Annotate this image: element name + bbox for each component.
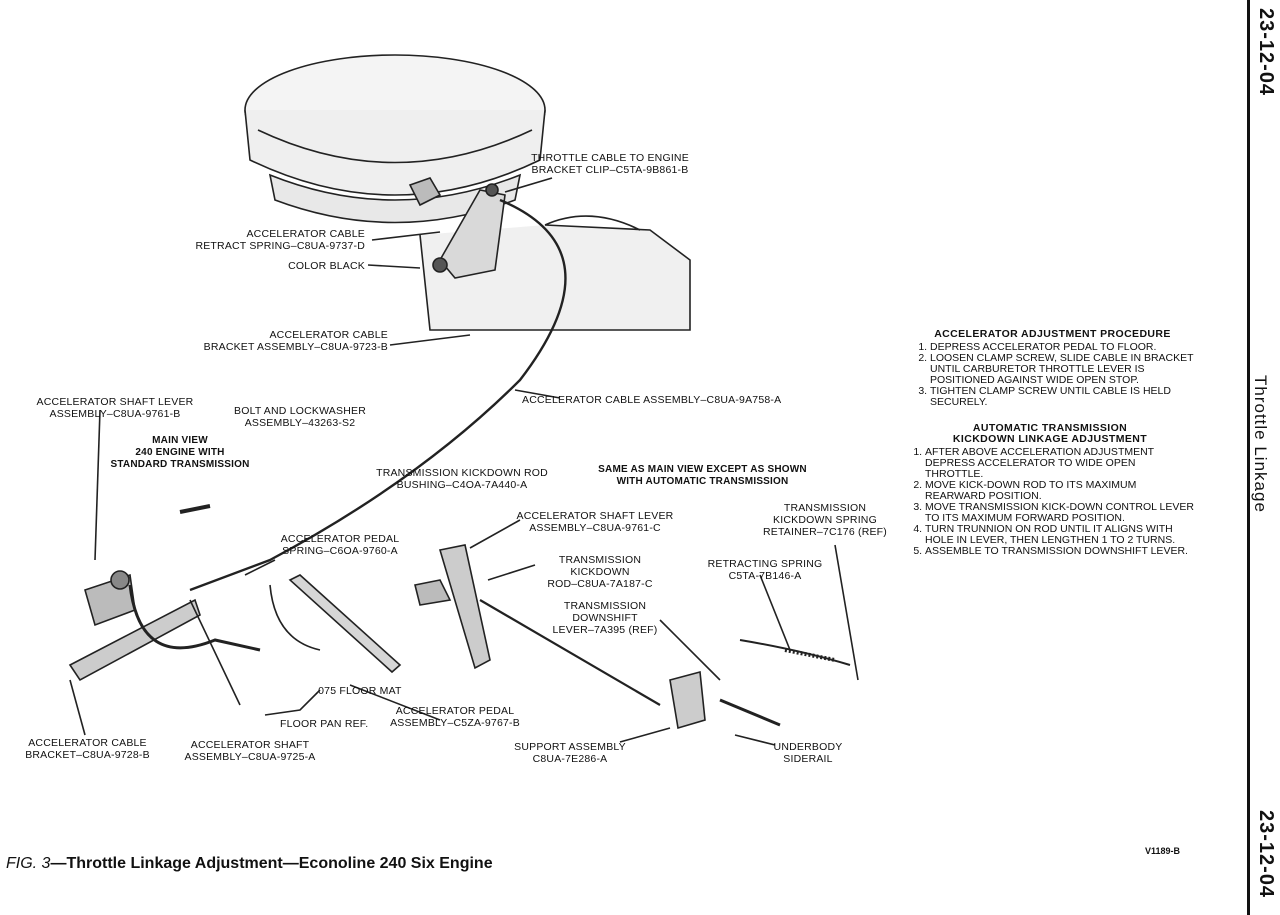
page-number-bottom: 23-12-04	[1255, 810, 1277, 899]
label-shaft-lever-assembly: Accelerator shaft lever assembly–C8UA-97…	[36, 396, 194, 420]
label-kickdown-bushing: Transmission kickdown rod bushing–C4OA-7…	[376, 467, 548, 491]
accelerator-pedal	[288, 574, 402, 674]
label-cable-assembly: Accelerator cable assembly–C8UA-9A758-A	[522, 394, 782, 406]
procedure-step: Turn trunnion on rod until it aligns wit…	[925, 524, 1195, 546]
label-retract-spring: Accelerator cable retract spring–C8UA-97…	[195, 228, 365, 252]
kickdown-lever	[438, 544, 491, 670]
section-title: Throttle Linkage	[1251, 375, 1270, 513]
procedure-step: Assemble to transmission downshift lever…	[925, 546, 1195, 557]
label-color-black: Color black	[288, 260, 365, 272]
downshift-lever	[669, 670, 706, 730]
page-number-top: 23-12-04	[1255, 8, 1277, 97]
label-kickdown-rod: Transmission kickdown rod–C8UA-7A187-C	[547, 554, 653, 590]
shaft-lever	[68, 598, 201, 682]
label-floor-pan: Floor pan ref.	[280, 718, 369, 730]
procedure-accelerator-adjustment: Accelerator adjustment procedure Depress…	[910, 329, 1195, 408]
figure-label: FIG. 3	[6, 855, 51, 872]
procedure-step: Tighten clamp screw until cable is held …	[930, 386, 1195, 408]
figure-caption: FIG. 3—Throttle Linkage Adjustment—Econo…	[6, 855, 493, 873]
figure-caption-text: —Throttle Linkage Adjustment—Econoline 2…	[50, 855, 493, 872]
label-kickdown-spring-retainer: Transmission kickdown spring retainer–7C…	[762, 502, 887, 538]
procedure-step: After above acceleration adjustment depr…	[925, 447, 1195, 480]
label-bolt-lockwasher: Bolt and lockwasher assembly–43263-S2	[234, 405, 366, 429]
procedure-step: Move transmission kick-down control leve…	[925, 502, 1195, 524]
accelerator-cable	[189, 198, 567, 592]
label-main-view: Main view 240 engine with standard trans…	[110, 435, 250, 470]
procedure-step: Loosen clamp screw, slide cable in brack…	[930, 353, 1195, 386]
label-support-assembly: Support assembly C8UA-7E286-A	[514, 741, 626, 765]
procedure-step: Move kick-down rod to its maximum rearwa…	[925, 480, 1195, 502]
illustration-code: V1189-B	[1145, 846, 1181, 856]
label-shaft-assembly: Accelerator shaft assembly–C8UA-9725-A	[184, 739, 316, 763]
label-retracting-spring: Retracting spring C5TA-7B146-A	[707, 558, 823, 582]
procedure-title: Accelerator adjustment procedure	[934, 328, 1171, 340]
throttle-bracket	[439, 189, 506, 279]
label-underbody-siderail: Underbody siderail	[773, 741, 843, 765]
page-edge-rule	[1247, 0, 1250, 915]
label-cable-bracket: Accelerator cable bracket–C8UA-9728-B	[25, 737, 150, 761]
label-same-as-main-view: Same as main view except as shown with a…	[598, 464, 807, 487]
label-floor-mat: .075 floor mat	[315, 685, 402, 697]
kickdown-rod	[479, 599, 661, 706]
procedure-step: Depress accelerator pedal to floor.	[930, 342, 1195, 353]
label-cable-bracket-assembly: Accelerator cable bracket assembly–C8UA-…	[203, 329, 388, 353]
label-pedal-spring: Accelerator pedal spring–C6OA-9760-A	[280, 533, 400, 557]
procedure-title: Automatic transmission kickdown linkage …	[952, 422, 1148, 445]
label-shaft-lever-c: Accelerator shaft lever assembly–C8UA-97…	[516, 510, 674, 534]
procedure-kickdown-adjustment: Automatic transmission kickdown linkage …	[905, 423, 1195, 557]
label-throttle-cable-clip: Throttle cable to engine bracket clip–C5…	[531, 152, 689, 176]
label-pedal-assembly: Accelerator pedal assembly–C5ZA-9767-B	[390, 705, 520, 729]
label-downshift-lever: Transmission downshift lever–7A395 (REF)	[552, 600, 658, 636]
air-cleaner-body	[244, 109, 546, 196]
